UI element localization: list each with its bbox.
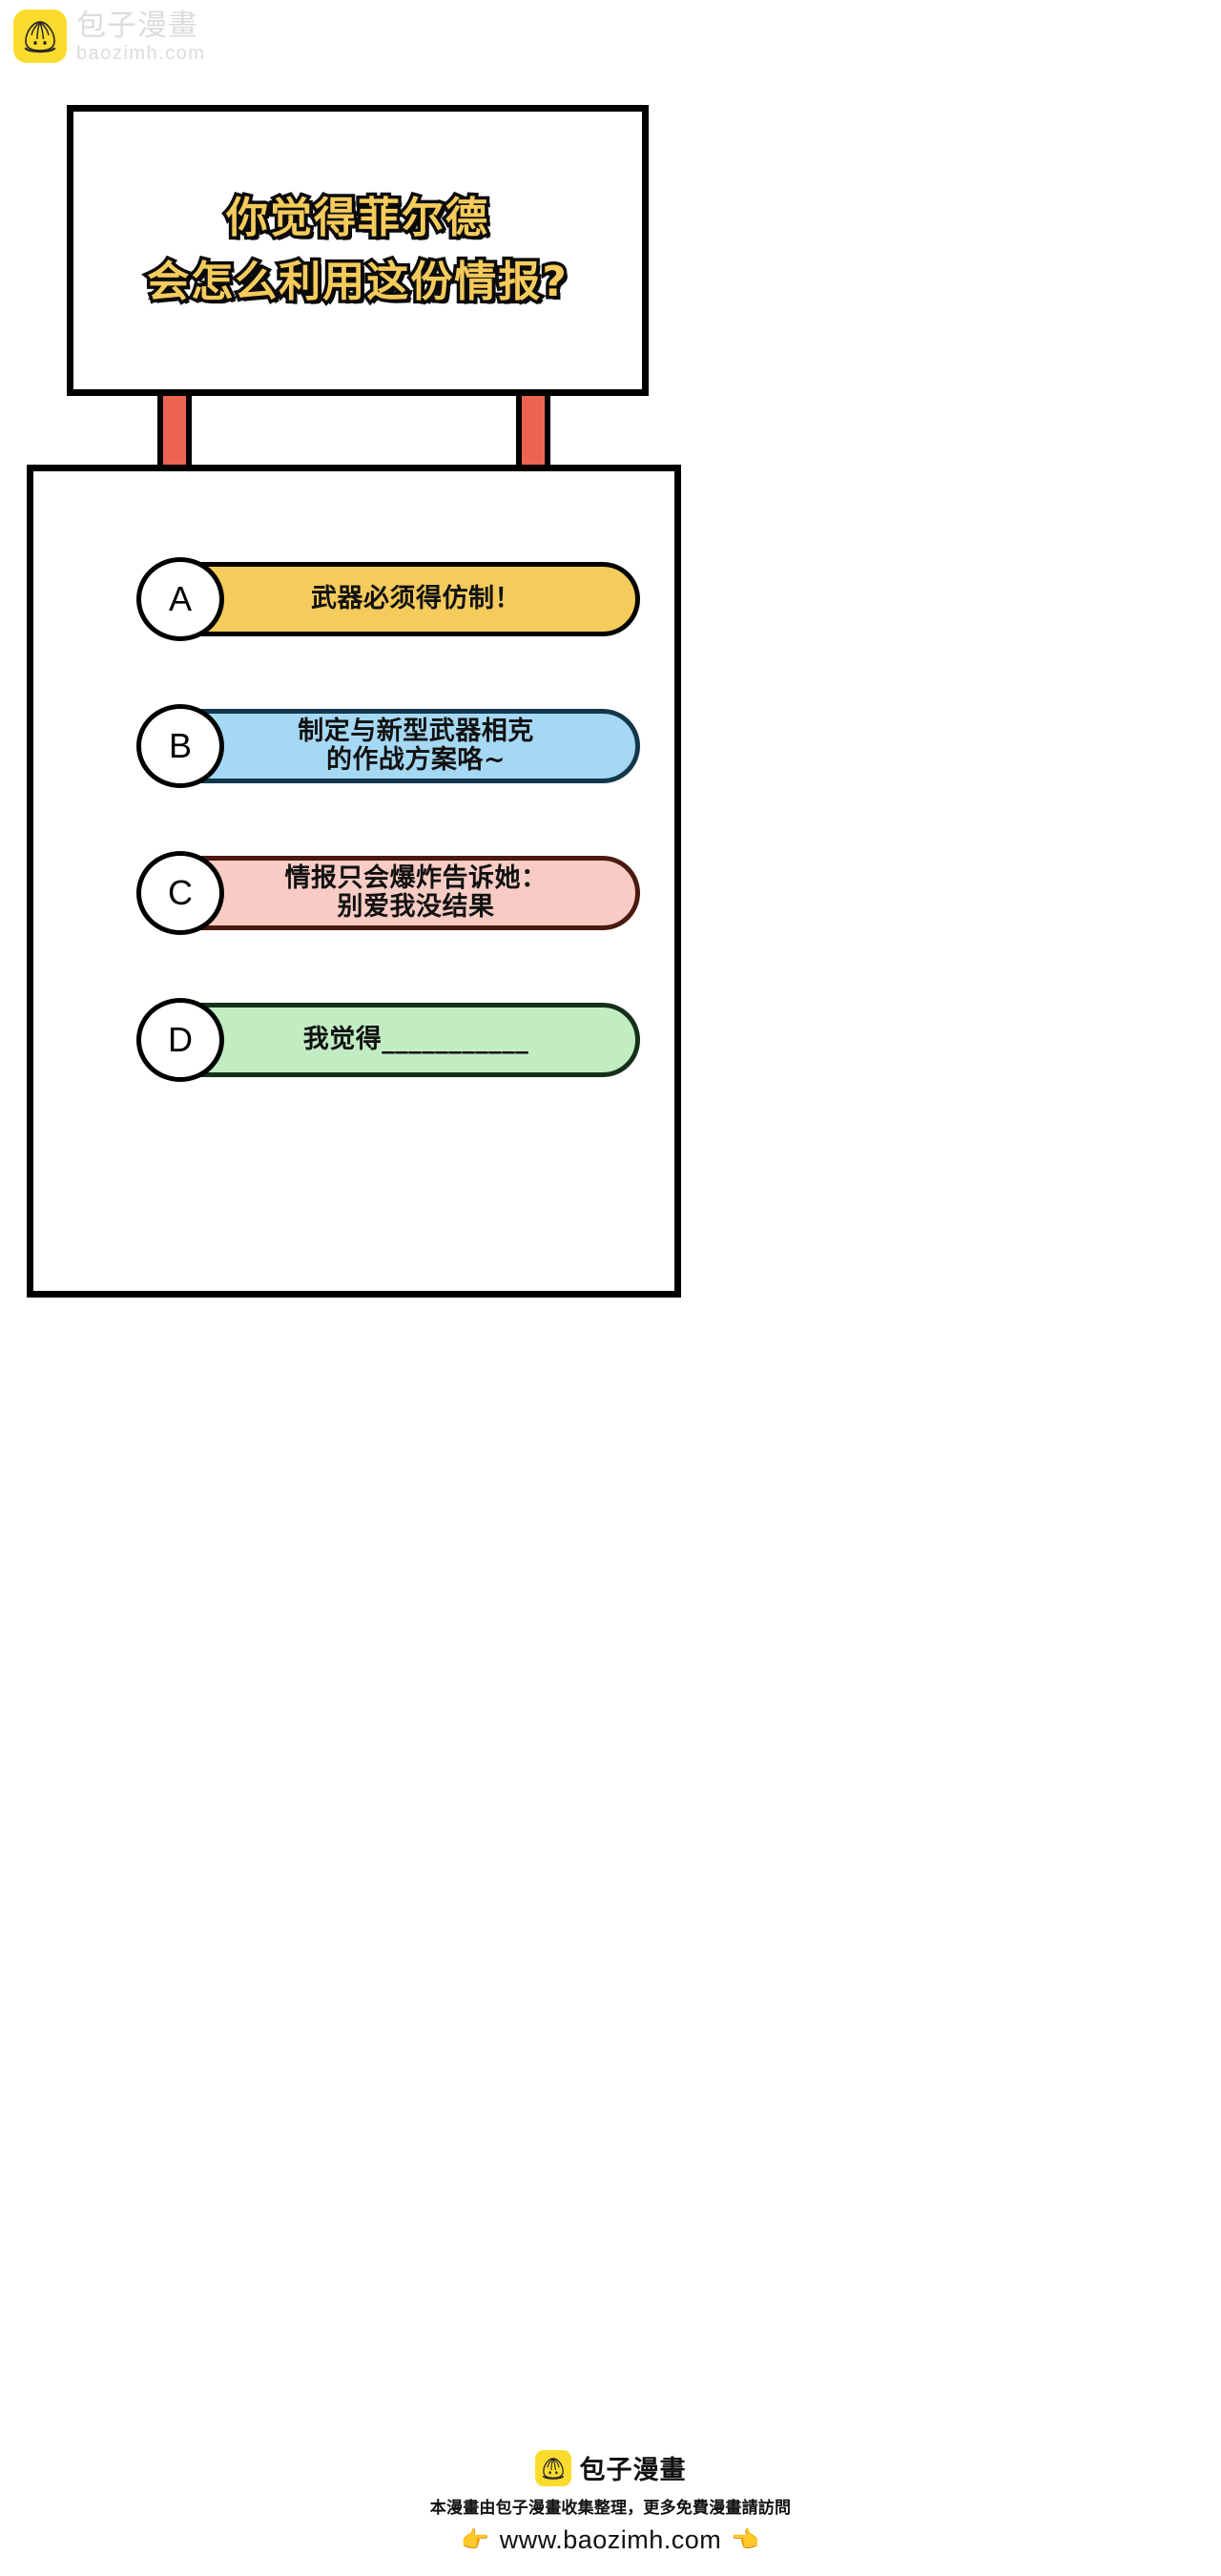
- answer-option-d-letter: D: [168, 1020, 193, 1059]
- pointing-left-hand-icon: 👈: [731, 2526, 760, 2553]
- answer-option-b-pill[interactable]: 制定与新型武器相克 的作战方案咯~: [140, 709, 640, 783]
- answer-option-b-letter: B: [168, 726, 192, 765]
- footer: 包子漫畫 本漫畫由包子漫畫收集整理，更多免費漫畫請訪問 👉 www.baozim…: [0, 2449, 1221, 2555]
- answer-panel: 武器必须得仿制！ A 制定与新型武器相克 的作战方案咯~ B 情报只会爆炸告诉她…: [27, 465, 681, 1298]
- answer-option-c-badge[interactable]: C: [136, 851, 224, 935]
- baozi-bun-logo-icon: [13, 10, 67, 63]
- pointing-right-hand-icon: 👉: [461, 2526, 490, 2553]
- answer-option-d-text: 我觉得___________: [302, 1024, 529, 1054]
- answer-option-d-badge[interactable]: D: [136, 998, 224, 1082]
- question-sign-board: 你觉得菲尔德 会怎么利用这份情报?: [67, 105, 649, 396]
- question-title-line-2: 会怎么利用这份情报?: [144, 255, 570, 308]
- footer-url-row[interactable]: 👉 www.baozimh.com 👈: [461, 2525, 759, 2555]
- footer-url-text[interactable]: www.baozimh.com: [499, 2525, 722, 2554]
- footer-brand-name: 包子漫畫: [579, 2456, 687, 2484]
- watermark-text: 包子漫畫 baozimh.com: [76, 10, 205, 63]
- watermark: 包子漫畫 baozimh.com: [13, 10, 205, 63]
- answer-option-c-letter: C: [168, 873, 193, 912]
- answer-options-list: 武器必须得仿制！ A 制定与新型武器相克 的作战方案咯~ B 情报只会爆炸告诉她…: [33, 471, 674, 1291]
- answer-option-a-pill[interactable]: 武器必须得仿制！: [140, 562, 640, 636]
- footer-brand: 包子漫畫: [534, 2449, 687, 2486]
- answer-option-a-badge[interactable]: A: [136, 557, 224, 641]
- answer-option-d-pill[interactable]: 我觉得___________: [140, 1003, 640, 1077]
- answer-option-d[interactable]: 我觉得___________ D: [56, 998, 652, 1082]
- answer-option-c-text: 情报只会爆炸告诉她： 别爱我没结果: [284, 862, 548, 922]
- footer-note: 本漫畫由包子漫畫收集整理，更多免費漫畫請訪問: [429, 2499, 792, 2517]
- answer-option-a-text: 武器必须得仿制！: [311, 583, 521, 613]
- answer-option-b-badge[interactable]: B: [136, 704, 224, 788]
- answer-option-b[interactable]: 制定与新型武器相克 的作战方案咯~ B: [56, 704, 652, 788]
- answer-option-a[interactable]: 武器必须得仿制！ A: [56, 557, 652, 641]
- answer-option-b-text: 制定与新型武器相克 的作战方案咯~: [298, 716, 534, 775]
- baozi-bun-logo-icon: [534, 2449, 571, 2486]
- answer-option-c-pill[interactable]: 情报只会爆炸告诉她： 别爱我没结果: [140, 856, 640, 930]
- answer-option-c[interactable]: 情报只会爆炸告诉她： 别爱我没结果 C: [56, 851, 652, 935]
- watermark-brand-domain: baozimh.com: [76, 42, 206, 64]
- watermark-brand-cn: 包子漫畫: [76, 8, 198, 42]
- question-title-line-1: 你觉得菲尔德: [223, 192, 491, 245]
- answer-option-a-letter: A: [168, 579, 192, 618]
